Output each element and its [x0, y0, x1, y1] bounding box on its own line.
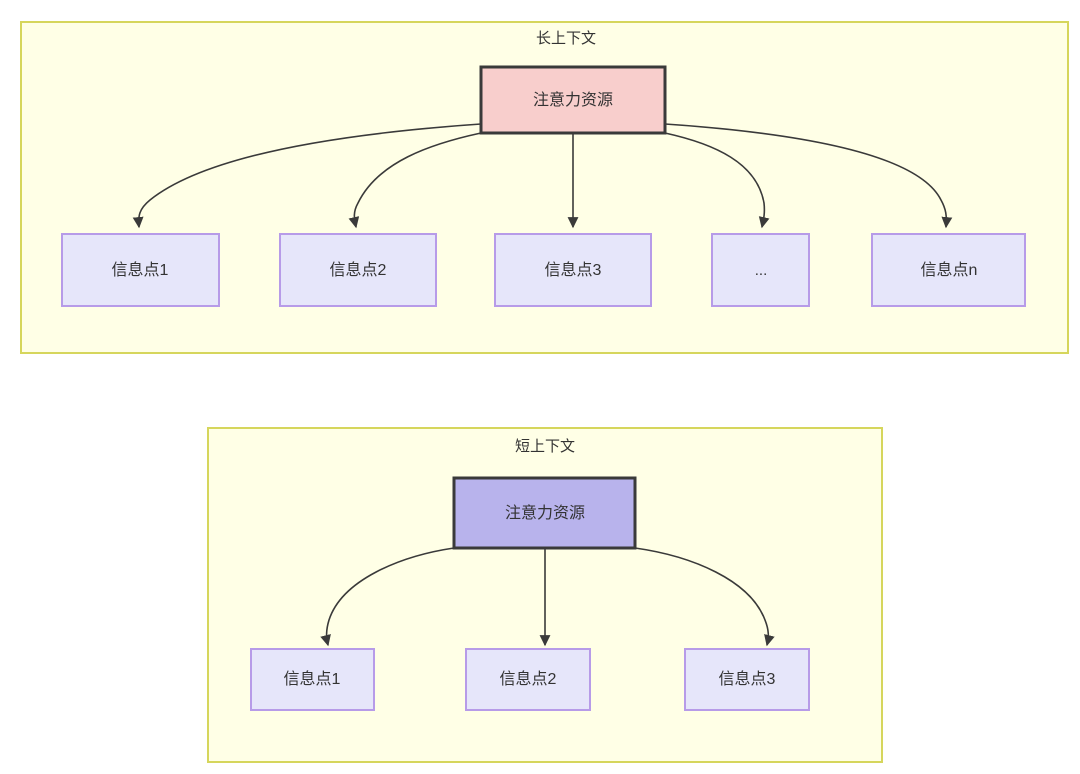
info-node-2-label: 信息点2: [330, 261, 387, 279]
group-long-context: 长上下文 注意力资源 信息点1 信息点2: [20, 21, 1069, 354]
info-node-s2-label: 信息点2: [500, 670, 557, 688]
attention-long-box[interactable]: [479, 65, 667, 135]
info-node-3[interactable]: 信息点3: [494, 233, 652, 307]
long-context-edges: [132, 123, 953, 229]
edge-attention-to-info-ellipsis: [664, 132, 770, 229]
attention-short-label: 注意力资源: [505, 503, 585, 522]
short-context-edges: [320, 547, 775, 647]
info-node-s1[interactable]: 信息点1: [250, 648, 375, 711]
attention-long-node[interactable]: 注意力资源: [479, 65, 667, 135]
info-node-1-label: 信息点1: [112, 261, 169, 279]
long-context-title: 长上下文: [536, 30, 596, 47]
info-node-n-label: 信息点n: [921, 261, 978, 279]
info-node-2[interactable]: 信息点2: [279, 233, 437, 307]
info-node-ellipsis-label: ...: [755, 262, 768, 279]
info-node-s1-box[interactable]: [250, 648, 375, 711]
edge-attention-short-to-info-3: [634, 547, 775, 647]
info-node-s2-box[interactable]: [465, 648, 591, 711]
short-context-title: 短上下文: [515, 438, 575, 455]
info-node-s3-label: 信息点3: [719, 670, 776, 688]
info-node-s3-box[interactable]: [684, 648, 810, 711]
edge-attention-to-info-1: [132, 123, 482, 229]
edge-attention-short-to-info-1: [320, 547, 455, 647]
info-node-n-box[interactable]: [871, 233, 1026, 307]
attention-long-label: 注意力资源: [533, 90, 613, 109]
group-short-context: 短上下文 注意力资源 信息点1 信息点2 信息点3: [207, 427, 883, 763]
info-node-ellipsis[interactable]: ...: [711, 233, 810, 307]
info-node-1[interactable]: 信息点1: [61, 233, 220, 307]
info-node-1-box[interactable]: [61, 233, 220, 307]
edge-attention-to-info-n: [664, 123, 953, 229]
attention-short-box[interactable]: [452, 476, 637, 550]
attention-short-node[interactable]: 注意力资源: [452, 476, 637, 550]
info-node-ellipsis-box[interactable]: [711, 233, 810, 307]
info-node-3-label: 信息点3: [545, 261, 602, 279]
info-node-3-box[interactable]: [494, 233, 652, 307]
info-node-s1-label: 信息点1: [284, 670, 341, 688]
edge-attention-to-info-2: [348, 132, 482, 229]
info-node-2-box[interactable]: [279, 233, 437, 307]
info-node-s3[interactable]: 信息点3: [684, 648, 810, 711]
info-node-s2[interactable]: 信息点2: [465, 648, 591, 711]
info-node-n[interactable]: 信息点n: [871, 233, 1026, 307]
